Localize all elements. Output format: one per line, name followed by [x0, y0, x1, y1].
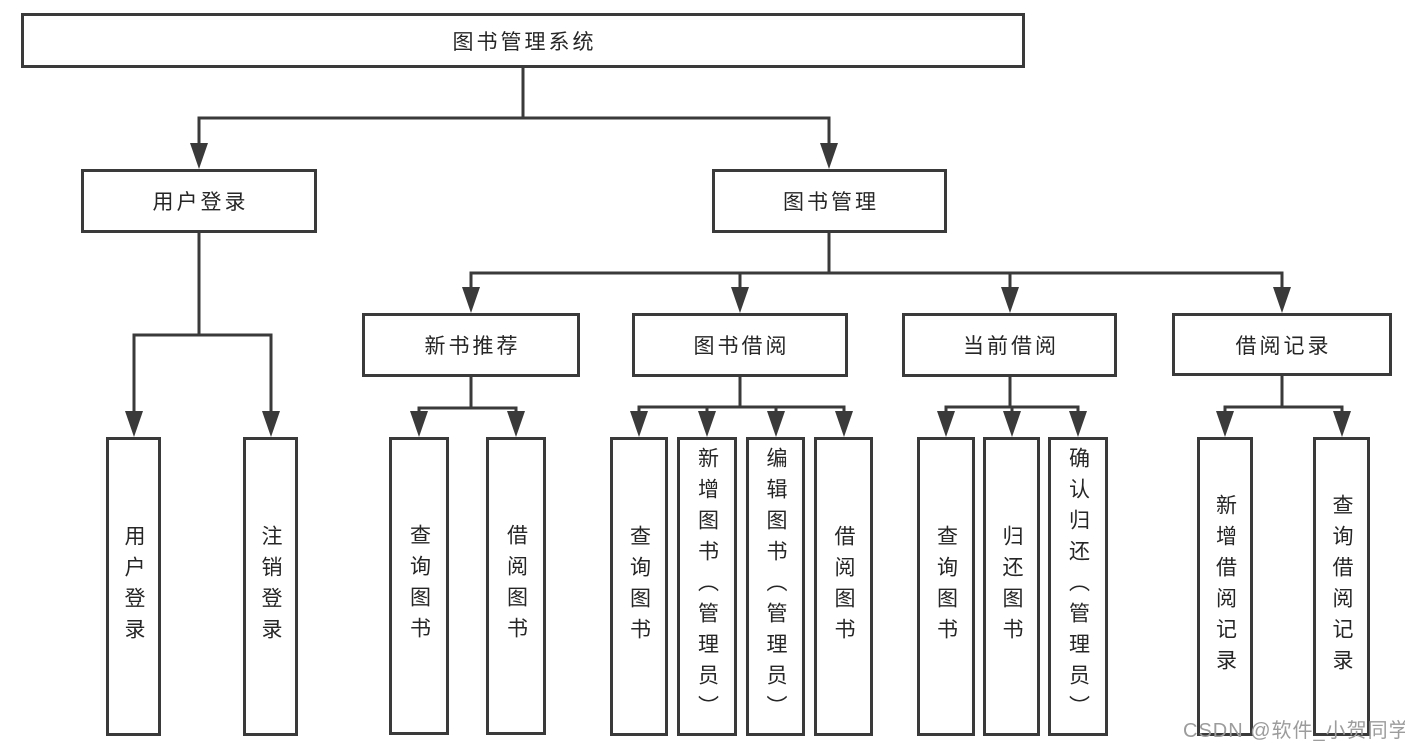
- chart-node-label: 新增借阅记录: [1213, 493, 1237, 680]
- chart-node-edit-books-admin: 编辑图书（管理员）: [746, 437, 805, 736]
- chart-node-new-book-recommendation: 新书推荐: [362, 313, 580, 377]
- chart-node-query-borrow-record: 查询借阅记录: [1313, 437, 1370, 736]
- chart-node-label: 图书管理系统: [452, 30, 597, 54]
- chart-node-add-books-admin: 新增图书（管理员）: [677, 437, 737, 736]
- arrowhead-down-icon: [820, 143, 838, 169]
- chart-node-borrowing-query-books: 查询图书: [610, 437, 668, 736]
- chart-node-label: 用户登录: [122, 524, 145, 649]
- chart-node-label: 新增图书（管理员）: [695, 447, 719, 726]
- arrowhead-down-icon: [190, 143, 208, 169]
- chart-node-label: 新书推荐: [424, 335, 521, 358]
- chart-node-user-login-branch: 用户登录: [81, 169, 317, 233]
- arrowhead-down-icon: [1003, 411, 1021, 437]
- arrowhead-down-icon: [835, 411, 853, 437]
- chart-node-borrowing-borrow-books: 借阅图书: [814, 437, 873, 736]
- chart-node-return-books: 归还图书: [983, 437, 1040, 736]
- chart-node-label: 确认归还（管理员）: [1066, 447, 1090, 726]
- arrowhead-down-icon: [1216, 411, 1234, 437]
- chart-node-root: 图书管理系统: [21, 13, 1025, 68]
- chart-node-borrowing-records: 借阅记录: [1172, 313, 1392, 376]
- chart-node-user-login-leaf: 用户登录: [106, 437, 161, 736]
- chart-node-logout-leaf: 注销登录: [243, 437, 298, 736]
- arrowhead-down-icon: [1069, 411, 1087, 437]
- chart-node-label: 归还图书: [1000, 524, 1023, 649]
- chart-node-book-borrowing: 图书借阅: [632, 313, 848, 377]
- chart-node-label: 编辑图书（管理员）: [764, 447, 787, 726]
- chart-node-label: 查询图书: [627, 524, 651, 649]
- arrowhead-down-icon: [1001, 287, 1019, 313]
- chart-node-label: 查询图书: [407, 524, 431, 648]
- chart-node-recommend-query-books: 查询图书: [389, 437, 449, 735]
- chart-node-label: 图书借阅: [693, 335, 790, 358]
- arrowhead-down-icon: [767, 411, 785, 437]
- chart-node-label: 借阅记录: [1235, 334, 1332, 358]
- arrowhead-down-icon: [698, 411, 716, 437]
- chart-node-label: 用户登录: [152, 191, 249, 214]
- chart-node-add-borrow-record: 新增借阅记录: [1197, 437, 1253, 736]
- chart-node-current-borrowing: 当前借阅: [902, 313, 1117, 377]
- watermark-text: CSDN @软件_小贺同学: [1183, 720, 1405, 742]
- chart-node-current-query-books: 查询图书: [917, 437, 975, 736]
- arrowhead-down-icon: [462, 287, 480, 313]
- arrowhead-down-icon: [507, 411, 525, 437]
- chart-node-label: 借阅图书: [832, 524, 855, 649]
- chart-node-label: 借阅图书: [504, 524, 528, 648]
- arrowhead-down-icon: [1273, 287, 1291, 313]
- chart-node-recommend-borrow-books: 借阅图书: [486, 437, 546, 735]
- arrowhead-down-icon: [262, 411, 280, 437]
- arrowhead-down-icon: [1333, 411, 1351, 437]
- chart-node-label: 注销登录: [259, 524, 282, 649]
- chart-node-label: 查询借阅记录: [1330, 493, 1353, 680]
- arrowhead-down-icon: [410, 411, 428, 437]
- chart-node-book-management-branch: 图书管理: [712, 169, 947, 233]
- chart-node-confirm-return-admin: 确认归还（管理员）: [1048, 437, 1108, 736]
- chart-node-label: 查询图书: [934, 524, 958, 649]
- arrowhead-down-icon: [125, 411, 143, 437]
- chart-node-label: 当前借阅: [963, 335, 1059, 358]
- arrowhead-down-icon: [630, 411, 648, 437]
- chart-node-label: 图书管理: [783, 191, 879, 214]
- arrowhead-down-icon: [731, 287, 749, 313]
- arrowhead-down-icon: [937, 411, 955, 437]
